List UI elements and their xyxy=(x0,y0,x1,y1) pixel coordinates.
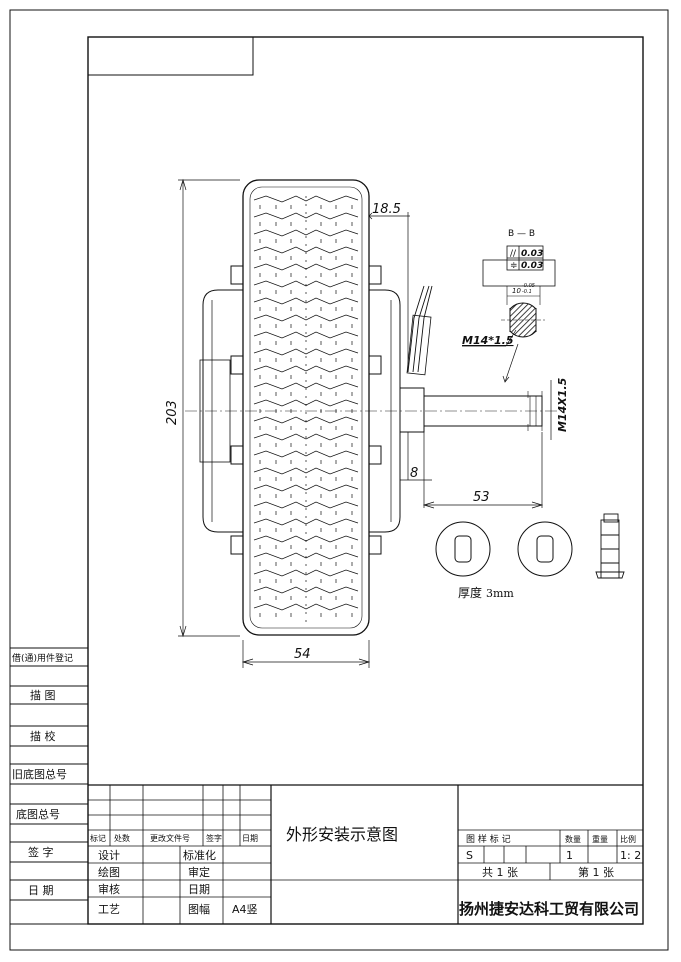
section-thread: M14*1.5 xyxy=(462,334,514,347)
qty-value: 1 xyxy=(566,849,573,862)
washer-1 xyxy=(435,521,491,577)
drawing-title: 外形安装示意图 xyxy=(286,825,398,844)
tb-header-3: 签字 xyxy=(206,833,222,843)
section-label: B — B xyxy=(508,229,535,239)
dim-axle-thread: M14X1.5 xyxy=(556,377,569,432)
tread-rib xyxy=(253,535,359,549)
flat-dim: 10 xyxy=(512,287,521,295)
side-label-3: 旧底图总号 xyxy=(12,767,67,781)
side-strip xyxy=(10,647,88,925)
corner-code-box xyxy=(87,36,254,76)
tb-role-left-1: 绘图 xyxy=(98,865,120,879)
dim-18-5: 18.5 xyxy=(372,202,401,217)
dim-54: 54 xyxy=(294,647,311,662)
tread-rib xyxy=(253,467,359,481)
pattern-mark-label: 图 样 标 记 xyxy=(466,833,511,845)
dim-53: 53 xyxy=(473,490,490,505)
dim-8: 8 xyxy=(410,466,418,481)
tb-role-right-0: 标准化 xyxy=(183,848,216,862)
tol-symmetry-symbol: ≑ xyxy=(510,261,518,271)
washer-thickness-label: 厚度 xyxy=(458,585,482,600)
tb-role-left-2: 审核 xyxy=(98,882,120,896)
tb-header-1: 处数 xyxy=(114,833,130,843)
hub-motor-drawing xyxy=(185,179,560,636)
side-label-0: 借(通)用件登记 xyxy=(12,652,73,664)
tyre xyxy=(242,179,370,636)
dim-203: 203 xyxy=(165,400,180,425)
sheet-number: 第 1 张 xyxy=(578,865,614,879)
tread-rib xyxy=(253,212,359,226)
qty-label: 数量 xyxy=(565,834,581,844)
tb-role-left-3: 工艺 xyxy=(98,903,120,916)
side-label-2: 描 校 xyxy=(30,729,56,743)
tread-rib xyxy=(253,433,359,447)
washers-and-nut xyxy=(435,513,625,579)
washer-thickness-value: 3mm xyxy=(486,587,514,600)
tread-rib xyxy=(253,450,359,464)
flange-nut xyxy=(595,513,625,579)
tol-parallel-value: 0.03 xyxy=(521,249,543,259)
motor-cable xyxy=(407,285,433,373)
flat-tol-upper: -0.05 xyxy=(522,283,535,289)
tread-rib xyxy=(253,484,359,498)
tb-format: A4竖 xyxy=(232,903,258,916)
scale-label: 比例 xyxy=(620,834,636,844)
side-label-5: 签 字 xyxy=(28,845,54,859)
tread-rib xyxy=(253,314,359,328)
tb-role-left-0: 设计 xyxy=(98,849,120,862)
side-label-1: 描 图 xyxy=(30,688,56,702)
tread-rib xyxy=(253,331,359,345)
tread-rib xyxy=(253,586,359,600)
tread-rib xyxy=(253,263,359,277)
washer-2 xyxy=(517,521,573,577)
tread-rib xyxy=(253,603,359,617)
weight-label: 重量 xyxy=(592,834,608,844)
section-bb: B — B // 0.03 ≑ 0.03 10 -0.05 -0.1 M14*1… xyxy=(462,229,556,383)
side-label-4: 底图总号 xyxy=(16,807,60,821)
title-block-grid xyxy=(88,784,643,924)
tb-header-4: 日期 xyxy=(242,834,258,843)
tol-parallel-symbol: // xyxy=(510,249,517,259)
dimension-lines xyxy=(178,178,552,668)
tread-rib xyxy=(253,297,359,311)
tread-rib xyxy=(253,229,359,243)
total-sheets: 共 1 张 xyxy=(482,866,518,879)
tread-rib xyxy=(253,348,359,362)
tb-header-2: 更改文件号 xyxy=(150,833,190,843)
tread-rib xyxy=(253,501,359,515)
tb-role-right-1: 审定 xyxy=(188,865,210,879)
outer-border xyxy=(9,9,669,951)
inner-frame xyxy=(87,36,644,925)
tol-symmetry-value: 0.03 xyxy=(521,261,543,271)
tb-role-right-3: 图幅 xyxy=(188,903,210,916)
tread-rib xyxy=(253,569,359,583)
flat-tol-lower: -0.1 xyxy=(522,289,532,295)
scale-value: 1: 2 xyxy=(620,849,641,862)
pattern-mark-value: S xyxy=(466,849,473,862)
side-label-6: 日 期 xyxy=(28,884,54,897)
tread-rib xyxy=(253,195,359,209)
company-name: 扬州捷安达科工贸有限公司 xyxy=(459,900,639,918)
tb-role-right-2: 日期 xyxy=(188,883,210,896)
tread-rib xyxy=(253,365,359,379)
tb-header-0: 标记 xyxy=(90,833,106,843)
